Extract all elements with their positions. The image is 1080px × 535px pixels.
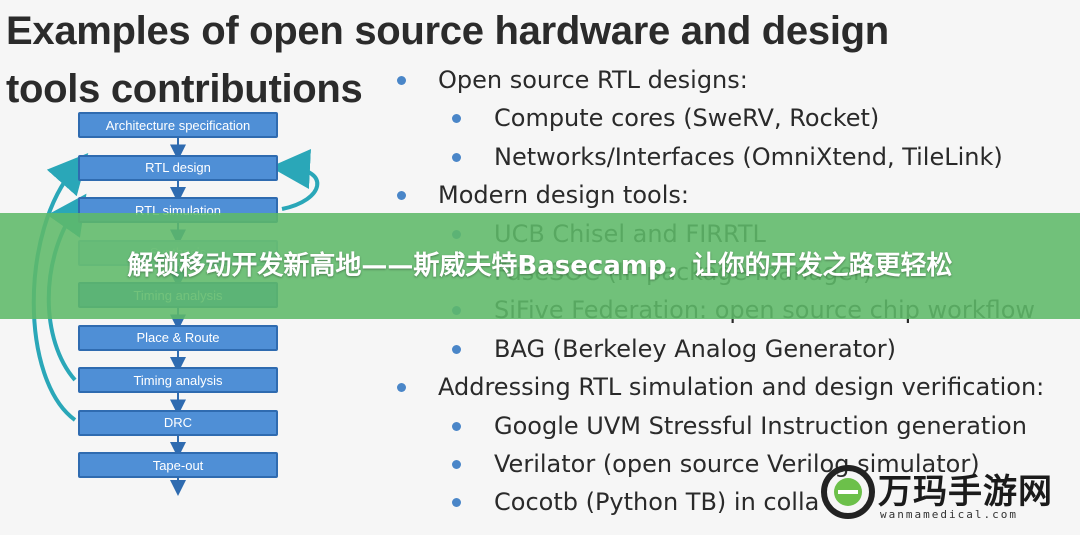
watermark-url: wanmamedical.com [880,508,1018,521]
slide-title-line2: tools contributions [6,67,363,111]
flow-step-6: Place & Route [78,324,278,351]
bullet-heading-9: Addressing RTL simulation and design ver… [438,373,1045,402]
slide-title: Examples of open source hardware and des… [6,2,889,118]
bullet-heading-1: Open source RTL designs: [438,66,748,94]
watermark-logo-icon [821,465,875,519]
bullet-item-3: Networks/Interfaces (OmniXtend, TileLink… [494,142,1003,171]
bullet-heading-4: Modern design tools: [438,181,689,210]
bullet-dot-icon [452,460,461,469]
slide-title-line1: Examples of open source hardware and des… [6,9,889,53]
bullet-dot-icon [397,191,406,201]
promo-banner: 解锁移动开发新高地——斯威夫特Basecamp，让你的开发之路更轻松 [0,213,1080,319]
bullet-item-12: Cocotb (Python TB) in colla [494,488,820,517]
bullet-dot-icon [452,498,461,508]
flow-step-8: DRC [78,409,278,436]
bullet-item-11: Verilator (open source Verilog simulator… [494,450,980,478]
watermark-name: 万玛手游网 [878,472,1053,512]
flow-step-2: RTL design [78,154,278,181]
bullet-item-2: Compute cores (SweRV, Rocket) [494,104,880,133]
flow-step-1: Architecture specification [78,112,278,138]
bullet-dot-icon [397,76,406,85]
flow-step-9: Tape-out [78,452,278,478]
bullet-dot-icon [452,421,461,431]
bullet-dot-icon [397,383,406,393]
feedback-loop-right [270,149,320,211]
bullet-dot-icon [452,114,461,124]
bullet-dot-icon [452,152,461,162]
promo-banner-text: 解锁移动开发新高地——斯威夫特Basecamp，让你的开发之路更轻松 [127,251,953,281]
flow-step-7: Timing analysis [78,367,278,393]
bullet-dot-icon [452,344,461,354]
bullet-item-8: BAG (Berkeley Analog Generator) [494,334,897,363]
site-watermark: 万玛手游网 wanmamedical.com [818,462,1068,528]
bullet-item-10: Google UVM Stressful Instruction generat… [494,411,1027,440]
